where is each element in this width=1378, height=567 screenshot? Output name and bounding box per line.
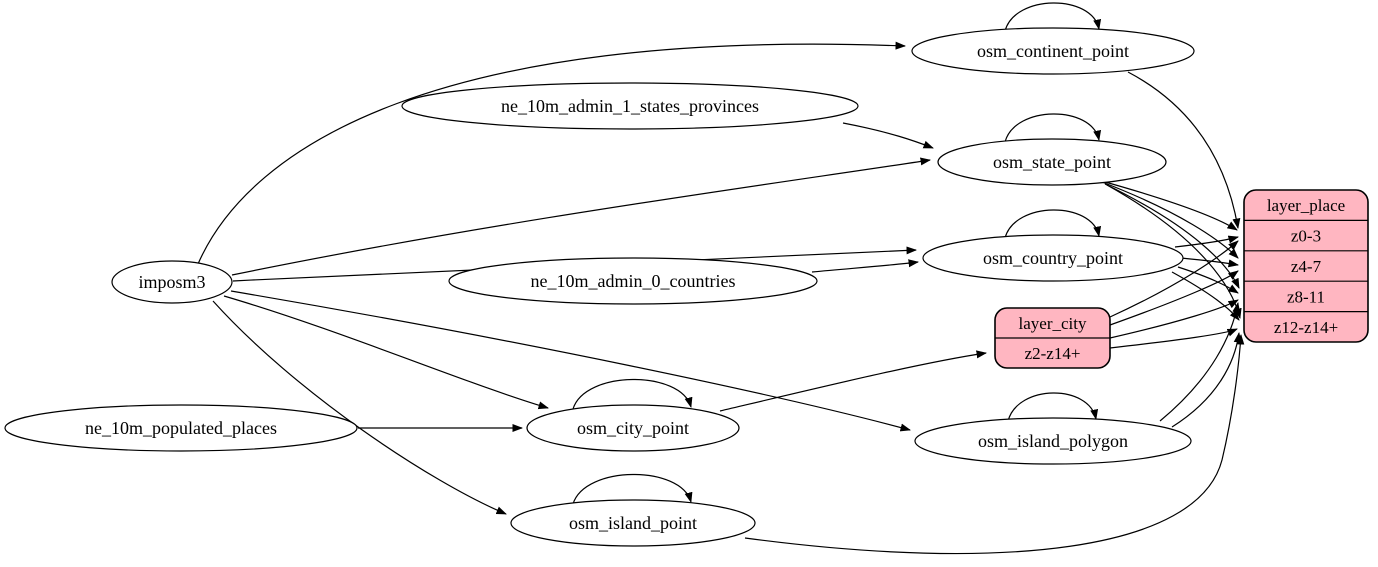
osm_state_point-ellipse <box>937 138 1167 186</box>
node-layer_place: layer_place z0-3 z4-7 z8-11 z12-z14+ <box>1243 189 1369 343</box>
layer_place-row-z12-z14+: z12-z14+ <box>1274 318 1338 337</box>
edge-imposm3-to-osm_state_point <box>231 157 931 276</box>
edge-osm_island_polygon-to-layer_place-z8-11 <box>1159 302 1241 422</box>
edge-osm_island_polygon-to-layer_place-z12-z14+ <box>1171 332 1242 428</box>
edge-ne_10m_admin_1_states_provinces-to-osm_state_point <box>842 122 934 149</box>
node-ne_10m_admin_1_states_provinces: ne_10m_admin_1_states_provinces <box>401 82 859 130</box>
layer_city-title: layer_city <box>1019 314 1087 333</box>
layer_place-row-z4-7: z4-7 <box>1291 257 1322 276</box>
osm_city_point-label: osm_city_point <box>577 418 689 438</box>
edges-layer <box>197 2 1245 555</box>
edge-osm_country_point-to-layer_place-z0-3 <box>1174 235 1239 248</box>
edge-osm_continent_point-to-layer_place-z0-3 <box>1127 71 1241 229</box>
osm_country_point-label: osm_country_point <box>983 248 1123 268</box>
edge-osm_city_point-to-layer_city-z2-z14+ <box>719 350 987 412</box>
edge-layer_city-to-layer_place-z4-7 <box>1109 270 1239 326</box>
node-osm_island_point: osm_island_point <box>510 499 756 547</box>
edge-imposm3-to-osm_city_point <box>223 295 549 410</box>
nodes-layer: imposm3 ne_10m_admin_1_states_provincesne… <box>4 27 1369 547</box>
node-osm_state_point: osm_state_point <box>937 138 1167 186</box>
edge-layer_city-to-layer_place-z12-z14+ <box>1109 328 1238 349</box>
layer_place-row-z8-11: z8-11 <box>1287 287 1325 306</box>
layer_place-row-z0-3: z0-3 <box>1291 227 1321 246</box>
ne_10m_admin_1_states_provinces-label: ne_10m_admin_1_states_provinces <box>501 96 759 116</box>
ne_10m_admin_1_states_provinces-ellipse <box>401 82 859 130</box>
edge-layer_city-to-layer_place-z8-11 <box>1109 299 1239 339</box>
ne_10m_populated_places-label: ne_10m_populated_places <box>85 418 277 438</box>
osm_country_point-ellipse <box>922 234 1184 282</box>
selfloop-osm_state_point <box>1004 113 1102 143</box>
osm_state_point-label: osm_state_point <box>993 152 1111 172</box>
ne_10m_admin_0_countries-ellipse <box>448 257 818 305</box>
selfloop-osm_island_point <box>572 473 693 505</box>
layer_place-title: layer_place <box>1267 196 1345 215</box>
edge-osm_state_point-to-layer_place-z4-7 <box>1101 181 1239 259</box>
node-ne_10m_admin_0_countries: ne_10m_admin_0_countries <box>448 257 818 305</box>
edge-layer_city-to-layer_place-z0-3 <box>1109 240 1239 318</box>
node-layer_city: layer_city z2-z14+ <box>994 307 1111 369</box>
osm_island_polygon-ellipse <box>914 417 1192 465</box>
edge-osm_country_point-to-layer_place-z8-11 <box>1177 266 1239 294</box>
node-osm_island_polygon: osm_island_polygon <box>914 417 1192 465</box>
layer_city-row-z2-z14+: z2-z14+ <box>1025 344 1081 363</box>
edge-ne_10m_admin_0_countries-to-osm_country_point <box>811 259 919 273</box>
osm_island_point-label: osm_island_point <box>569 513 697 533</box>
osm_continent_point-label: osm_continent_point <box>977 41 1129 61</box>
osm_island_point-ellipse <box>510 499 756 547</box>
edge-imposm3-to-osm_island_polygon <box>230 290 911 432</box>
selfloop-osm_country_point <box>1004 209 1102 239</box>
ne_10m_populated_places-ellipse <box>4 404 358 452</box>
edge-osm_island_point-to-layer_place-z12-z14+ <box>744 334 1245 555</box>
osm_island_polygon-label: osm_island_polygon <box>978 431 1128 451</box>
node-osm_country_point: osm_country_point <box>922 234 1184 282</box>
imposm3-label: imposm3 <box>138 272 205 292</box>
node-imposm3: imposm3 <box>111 260 233 304</box>
edge-osm_country_point-to-layer_place-z4-7 <box>1180 257 1239 268</box>
edge-osm_state_point-to-layer_place-z0-3 <box>1097 179 1238 231</box>
edge-imposm3-to-osm_continent_point <box>197 41 906 265</box>
selfloop-osm_island_polygon <box>1007 392 1099 422</box>
selfloop-osm_city_point <box>572 378 693 410</box>
node-osm_city_point: osm_city_point <box>526 404 740 452</box>
ne_10m_admin_0_countries-label: ne_10m_admin_0_countries <box>531 271 736 291</box>
node-osm_continent_point: osm_continent_point <box>911 27 1195 75</box>
osm_city_point-ellipse <box>526 404 740 452</box>
layer_place-box <box>1243 189 1369 343</box>
edge-imposm3-to-osm_island_point <box>212 300 507 515</box>
osm_continent_point-ellipse <box>911 27 1195 75</box>
selfloop-osm_continent_point <box>1004 2 1102 32</box>
imposm3-ellipse <box>111 260 233 304</box>
node-ne_10m_populated_places: ne_10m_populated_places <box>4 404 358 452</box>
